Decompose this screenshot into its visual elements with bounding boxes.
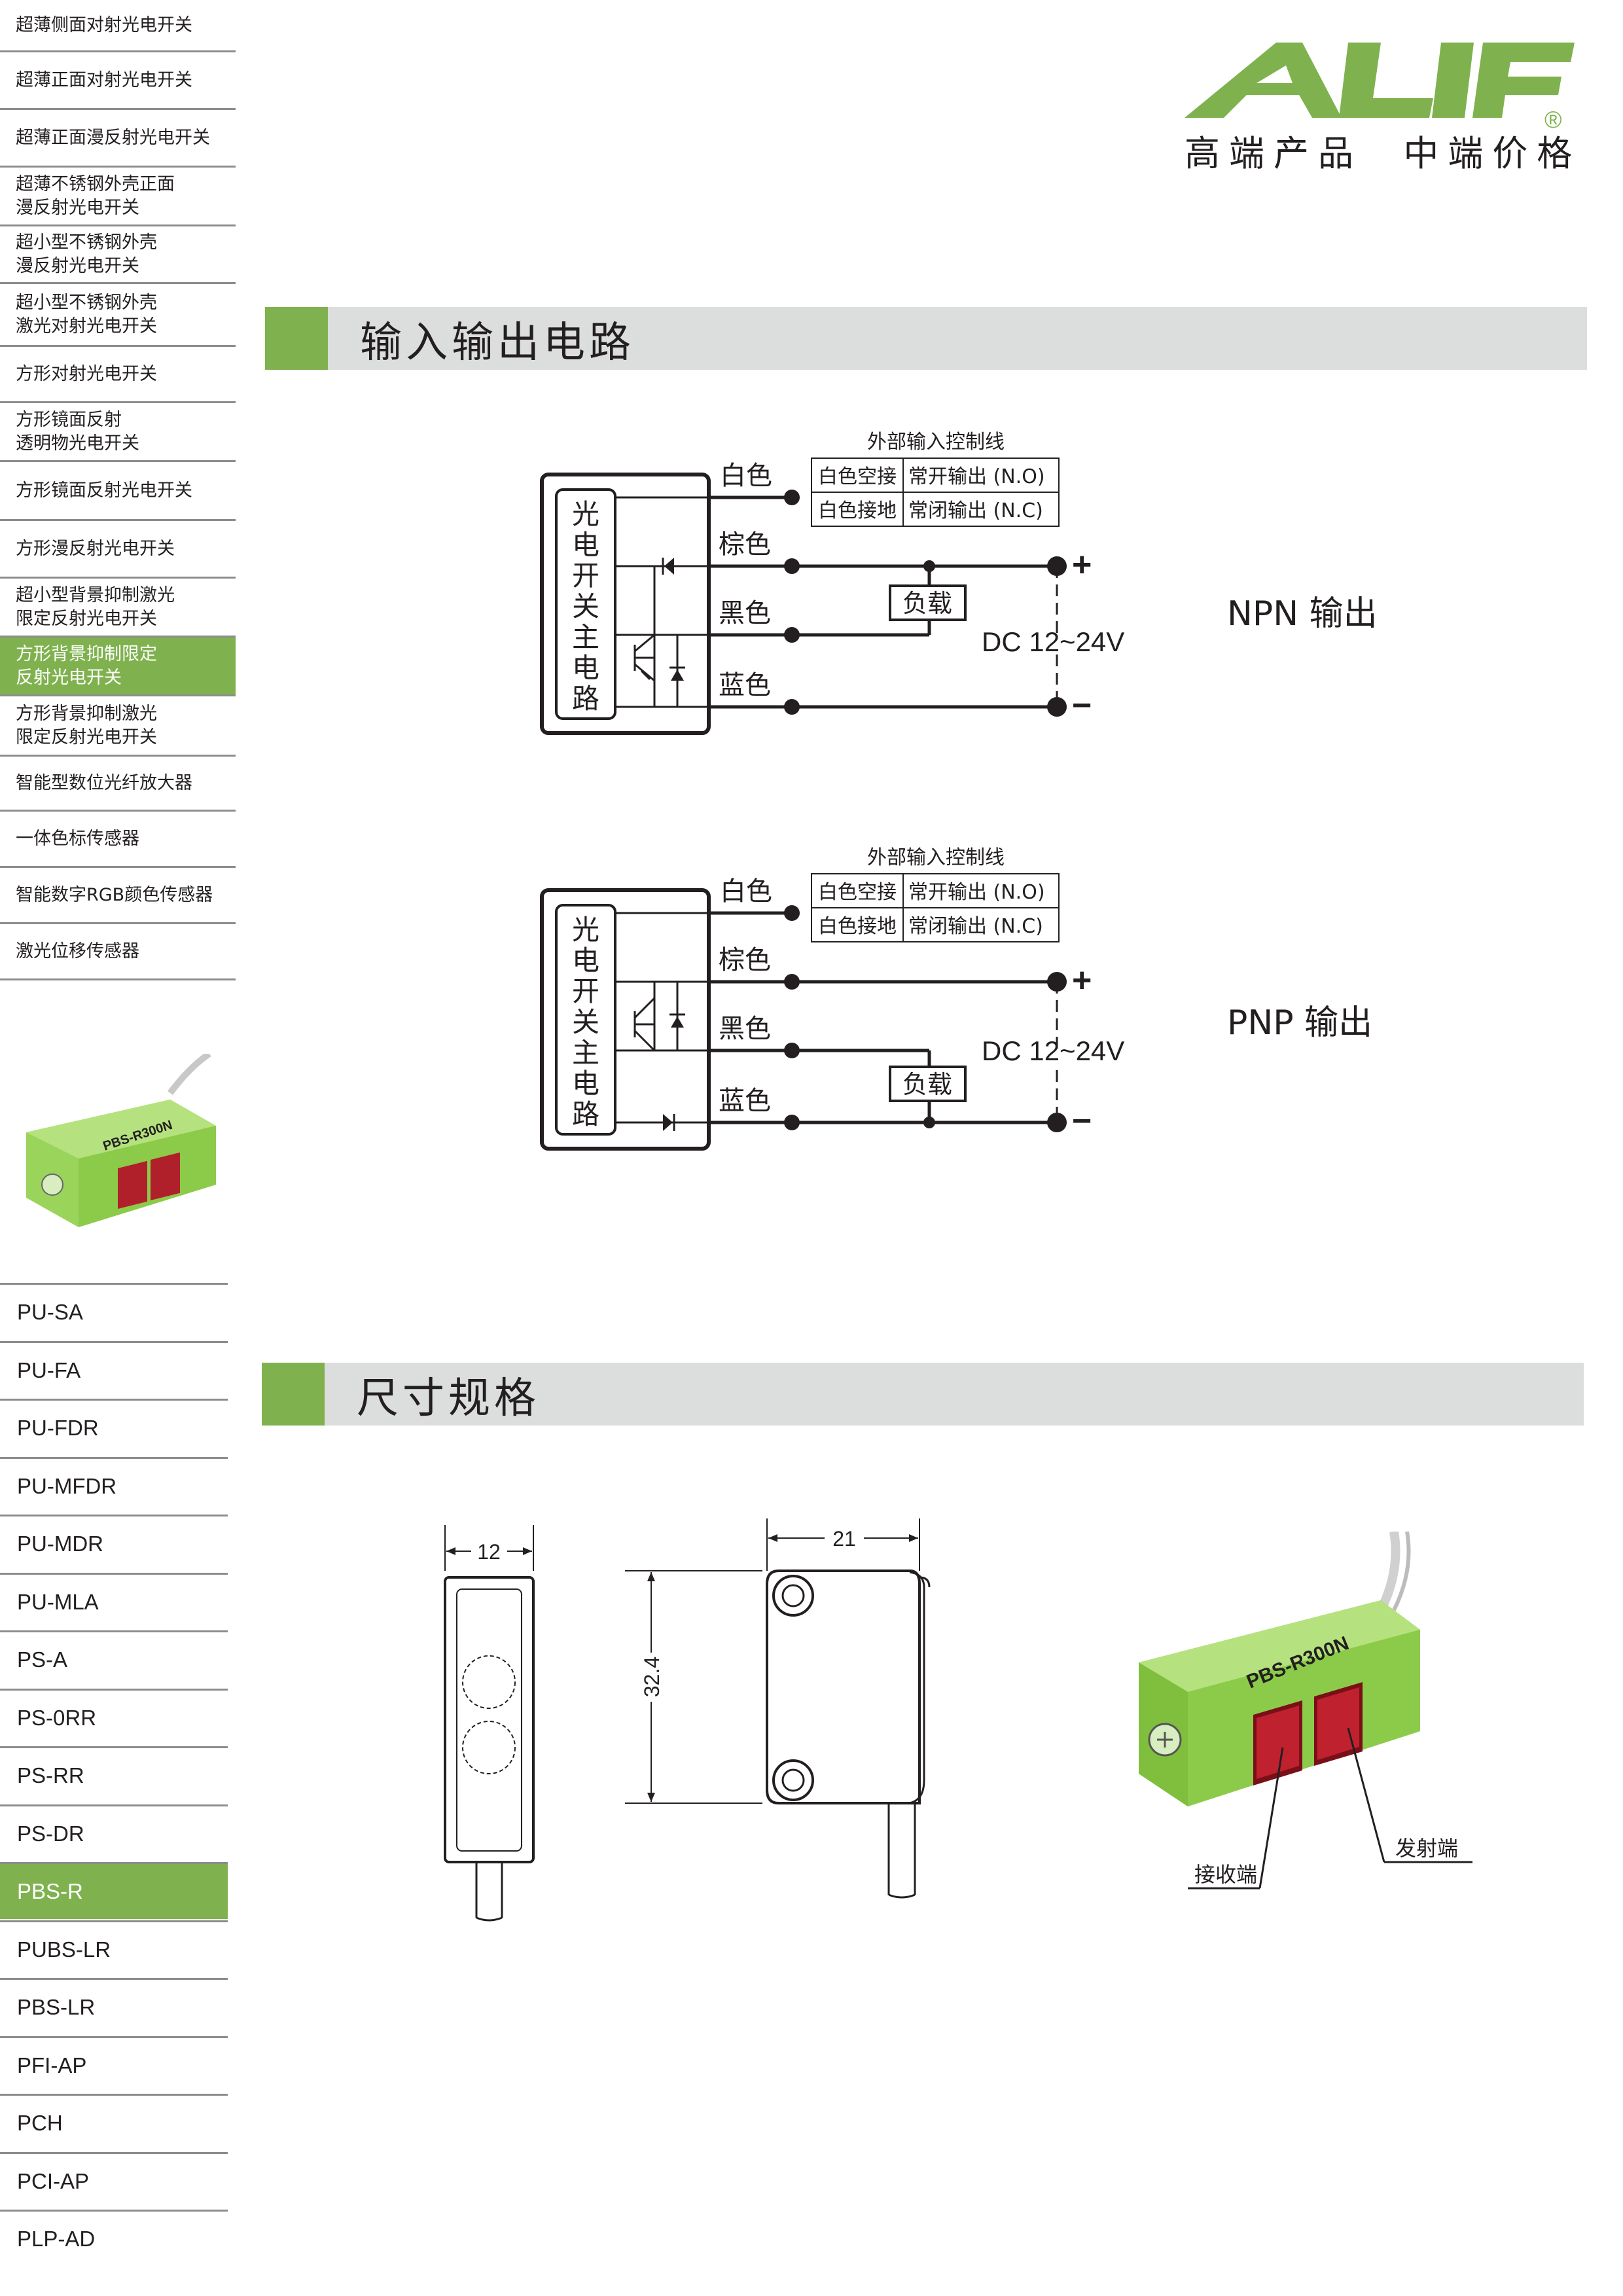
category-menu-item[interactable]: 智能数字RGB颜色传感器 xyxy=(0,868,236,924)
io-section-title: 输入输出电路 xyxy=(360,319,635,367)
dim-section-accent xyxy=(262,1363,325,1426)
model-menu-item[interactable]: PU-FDR xyxy=(0,1399,228,1456)
svg-text:关: 关 xyxy=(572,590,599,622)
model-menu-item[interactable]: PS-0RR xyxy=(0,1688,228,1746)
svg-text:电: 电 xyxy=(572,529,599,561)
model-menu-item[interactable]: PU-MDR xyxy=(0,1515,228,1571)
npn-output-label: NPN 输出 xyxy=(1227,594,1378,634)
dim-section-bar xyxy=(262,1363,1584,1426)
svg-text:电: 电 xyxy=(572,944,599,977)
npn-wire-white: 白色 xyxy=(720,461,772,491)
pnp-load-label: 负载 xyxy=(902,1070,952,1099)
dim-depth-label: 21 xyxy=(832,1527,856,1551)
svg-text:主: 主 xyxy=(572,1037,599,1069)
pnp-main-circuit-label: 光 电 开 关 主 电 路 xyxy=(572,914,599,1130)
registered-mark: ® xyxy=(1544,106,1562,133)
npn-control-title: 外部输入控制线 xyxy=(867,431,1005,454)
pnp-minus: − xyxy=(1072,1102,1092,1140)
svg-text:路: 路 xyxy=(572,683,599,715)
model-menu-item[interactable]: PCI-AP xyxy=(0,2151,228,2209)
model-menu-item[interactable]: PCH xyxy=(0,2094,228,2151)
svg-text:主: 主 xyxy=(572,621,599,653)
side-view-drawing: 21 32.4 xyxy=(625,1518,931,1899)
category-menu-item[interactable]: 方形对射光电开关 xyxy=(0,347,236,403)
npn-supply-label: DC 12~24V xyxy=(982,626,1124,657)
category-menu-item[interactable]: 一体色标传感器 xyxy=(0,812,236,868)
svg-text:电: 电 xyxy=(572,1067,599,1100)
npn-control-result-1: 常开输出 (N.O) xyxy=(908,465,1045,488)
svg-text:开: 开 xyxy=(572,560,599,592)
pnp-plus: + xyxy=(1072,961,1092,999)
brand-logo: ® 高端产品 中端价格 xyxy=(1185,36,1590,174)
sidebar-product-photo: PBS-R300N xyxy=(20,1050,229,1244)
pnp-wire-white: 白色 xyxy=(720,876,772,906)
npn-minus: − xyxy=(1072,687,1092,725)
svg-text:开: 开 xyxy=(572,975,599,1007)
pnp-control-cond-2: 白色接地 xyxy=(818,915,897,938)
npn-wire-black: 黑色 xyxy=(719,598,771,628)
svg-text:路: 路 xyxy=(572,1098,599,1130)
pnp-control-result-2: 常闭输出 (N.C) xyxy=(908,915,1043,938)
category-menu-item[interactable]: 超薄不锈钢外壳正面 漫反射光电开关 xyxy=(0,168,236,226)
model-menu-item[interactable]: PLP-AD xyxy=(0,2210,228,2267)
svg-text:光: 光 xyxy=(572,914,599,946)
model-menu-item[interactable]: PBS-LR xyxy=(0,1978,228,2035)
category-menu-item[interactable]: 方形镜面反射 透明物光电开关 xyxy=(0,403,236,462)
pnp-output-label: PNP 输出 xyxy=(1227,1003,1372,1043)
emitter-label: 发射端 xyxy=(1395,1836,1458,1861)
model-menu-item[interactable]: PS-DR xyxy=(0,1804,228,1861)
pnp-control-title: 外部输入控制线 xyxy=(867,846,1005,869)
category-menu-item[interactable]: 方形漫反射光电开关 xyxy=(0,521,236,579)
model-menu-item[interactable]: PU-MLA xyxy=(0,1572,228,1630)
npn-control-cond-1: 白色空接 xyxy=(818,465,897,488)
model-menu-item[interactable]: PU-FA xyxy=(0,1340,228,1398)
pnp-wire-brown: 棕色 xyxy=(719,945,771,975)
pnp-wire-blue: 蓝色 xyxy=(719,1086,771,1116)
svg-text:关: 关 xyxy=(572,1006,599,1038)
category-menu-item[interactable]: 激光位移传感器 xyxy=(0,924,236,980)
pnp-circuit-diagram: 光 电 开 关 主 电 路 白色 棕色 黑色 蓝色 xyxy=(540,846,1372,1151)
category-menu-item[interactable]: 方形镜面反射光电开关 xyxy=(0,462,236,521)
model-menu-item[interactable]: PBS-R xyxy=(0,1862,228,1919)
category-menu-item[interactable]: 方形背景抑制激光 限定反射光电开关 xyxy=(0,696,236,757)
alif-logo-icon: ® xyxy=(1185,43,1575,133)
category-menu-item[interactable]: 超小型背景抑制激光 限定反射光电开关 xyxy=(0,579,236,637)
category-menu-item[interactable]: 智能型数位光纤放大器 xyxy=(0,757,236,812)
model-menu-item[interactable]: PS-A xyxy=(0,1630,228,1687)
dim-height-label: 32.4 xyxy=(640,1657,664,1697)
npn-control-result-2: 常闭输出 (N.C) xyxy=(908,499,1043,522)
product-photo: PBS-R300N 接收端 发射端 xyxy=(1139,1532,1472,1890)
model-menu-item[interactable]: PU-SA xyxy=(0,1283,228,1340)
pnp-control-cond-1: 白色空接 xyxy=(818,881,897,904)
category-menu-item[interactable]: 超小型不锈钢外壳 激光对射光电开关 xyxy=(0,284,236,347)
front-view-drawing: 12 xyxy=(444,1525,535,1922)
pnp-supply-label: DC 12~24V xyxy=(982,1035,1124,1066)
category-menu-item[interactable]: 方形背景抑制限定 反射光电开关 xyxy=(0,637,236,696)
category-menu-item[interactable]: 超小型不锈钢外壳 漫反射光电开关 xyxy=(0,226,236,284)
category-menu-item[interactable]: 超薄侧面对射光电开关 xyxy=(0,0,236,52)
category-menu-item[interactable]: 超薄正面漫反射光电开关 xyxy=(0,110,236,168)
pnp-wire-black: 黑色 xyxy=(719,1014,771,1044)
npn-control-cond-2: 白色接地 xyxy=(818,499,897,522)
dim-width-label: 12 xyxy=(477,1540,501,1564)
svg-text:光: 光 xyxy=(572,498,599,530)
receiver-label: 接收端 xyxy=(1194,1862,1257,1887)
model-menu-item[interactable]: PU-MFDR xyxy=(0,1456,228,1514)
npn-main-circuit-label: 光 电 开 关 主 电 路 xyxy=(572,498,599,715)
model-menu-item[interactable]: PFI-AP xyxy=(0,2036,228,2093)
npn-wire-brown: 棕色 xyxy=(719,529,771,560)
io-section-bar xyxy=(265,307,1587,370)
npn-plus: + xyxy=(1072,546,1092,584)
io-section-accent xyxy=(265,307,328,370)
npn-load-label: 负载 xyxy=(902,589,952,618)
svg-text:电: 电 xyxy=(572,652,599,684)
npn-wire-blue: 蓝色 xyxy=(719,670,771,700)
logo-slogan: 高端产品 中端价格 xyxy=(1185,133,1582,174)
model-menu-item[interactable]: PS-RR xyxy=(0,1746,228,1803)
model-menu-item[interactable]: PUBS-LR xyxy=(0,1920,228,1977)
category-menu-item[interactable]: 超薄正面对射光电开关 xyxy=(0,52,236,110)
npn-circuit-diagram: 光 电 开 关 主 电 路 白色 棕色 xyxy=(540,431,1378,735)
pnp-control-result-1: 常开输出 (N.O) xyxy=(908,881,1045,904)
dim-section-title: 尺寸规格 xyxy=(357,1374,540,1423)
